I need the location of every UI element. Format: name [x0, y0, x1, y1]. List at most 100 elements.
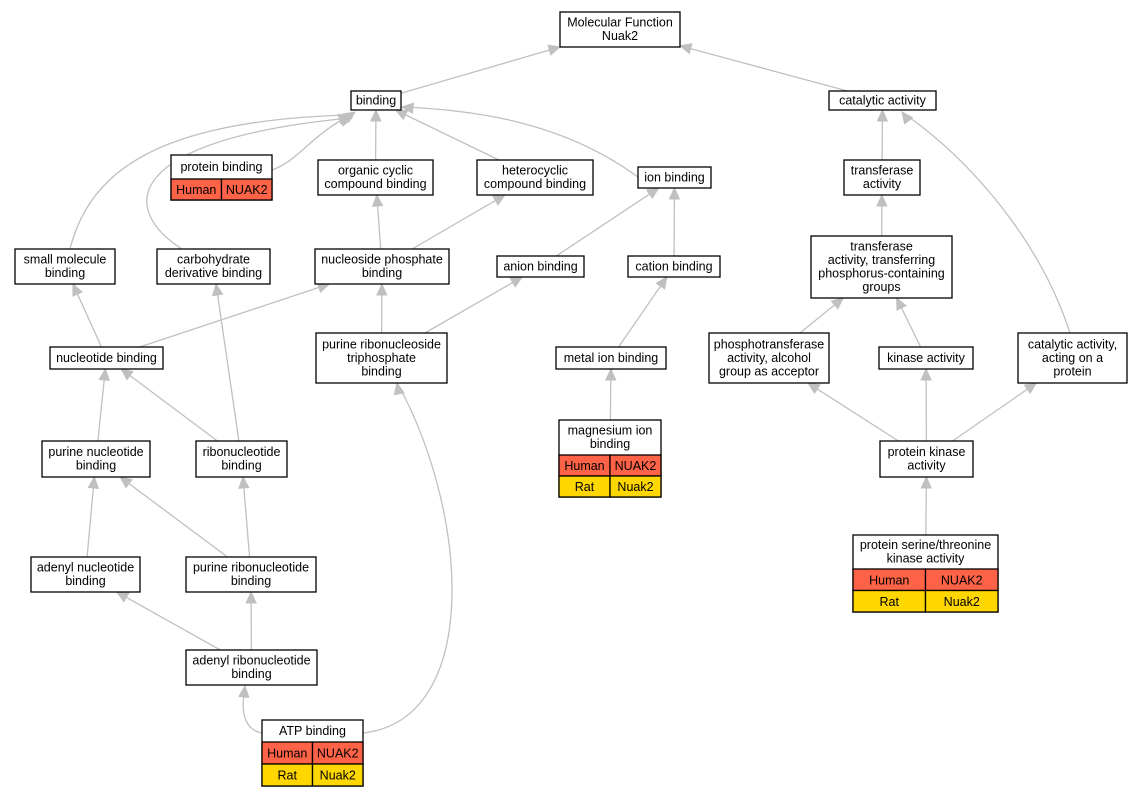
edge-atp-to-purine_ribonucleoside_tp — [362, 387, 453, 734]
node-box — [30, 556, 141, 593]
arrowhead-adenyl_nucleotide-to-purine_nucleotide — [87, 475, 100, 489]
node-label-line: compound binding — [484, 177, 586, 191]
edge-purine_ribonucleoside_tp-to-anion — [424, 281, 514, 334]
node-box — [637, 166, 712, 189]
node-nucleotide[interactable]: nucleotide binding — [49, 346, 164, 370]
gene-label: Nuak2 — [617, 480, 653, 494]
node-box — [843, 159, 921, 196]
arrowhead-purine_ribonucleoside_tp-to-anion — [509, 276, 524, 288]
species-label: Human — [176, 183, 216, 197]
arrowhead-cation-to-ion_binding — [668, 186, 681, 200]
gene-cell — [609, 475, 662, 498]
node-catalytic[interactable]: catalytic activity — [828, 90, 937, 111]
node-label-line: metal ion binding — [564, 351, 659, 365]
arrowhead-atp-to-adenyl_ribonucleotide — [238, 684, 250, 699]
arrowhead-protein_kinase-to-kinase — [920, 367, 932, 381]
node-box — [555, 346, 667, 370]
edge-nucleotide-to-small_molecule — [76, 292, 103, 348]
edge-protein_kinase-to-phosphotransferase — [816, 387, 899, 442]
node-box — [315, 332, 448, 384]
node-kinase[interactable]: kinase activity — [878, 346, 974, 370]
node-box — [878, 346, 974, 370]
arrowhead-transferase-to-catalytic — [876, 108, 889, 122]
gene-label: Nuak2 — [944, 595, 980, 609]
node-label-line: ATP binding — [279, 724, 346, 738]
node-label-line: small molecule — [24, 253, 107, 267]
node-metal-ion[interactable]: metal ion binding — [555, 346, 667, 370]
species-label: Rat — [575, 480, 595, 494]
gene-cell — [311, 763, 364, 787]
node-label-line: protein serine/threonine — [860, 538, 991, 552]
node-label-line: protein — [1053, 364, 1091, 378]
species-label: Human — [267, 747, 307, 761]
arrowhead-kinase-to-transferase_phos — [896, 296, 907, 311]
edge-nucleoside_phosphate-to-heterocyclic — [411, 199, 497, 250]
node-anion[interactable]: anion binding — [496, 255, 585, 278]
node-ion-binding[interactable]: ion binding — [637, 166, 712, 189]
node-label-line: purine nucleotide — [48, 445, 143, 459]
node-label-line: ribonucleotide — [203, 445, 281, 459]
arrowhead-transferase_phos-to-transferase — [876, 193, 888, 207]
arrowhead-atp-to-purine_ribonucleoside_tp — [393, 381, 405, 396]
node-label-line: Nuak2 — [602, 29, 638, 43]
species-label: Rat — [880, 595, 900, 609]
edge-heterocyclic-to-binding — [404, 113, 500, 161]
node-cation[interactable]: cation binding — [627, 255, 721, 278]
gene-cell — [220, 178, 273, 201]
node-label-line: activity — [863, 177, 902, 191]
node-label-line: phosphorus-containing — [818, 267, 945, 281]
edge-adenyl_nucleotide-to-purine_nucleotide — [86, 486, 95, 558]
node-label-line: binding — [356, 93, 396, 107]
gene-label: NUAK2 — [317, 747, 359, 761]
gene-label: NUAK2 — [941, 573, 983, 587]
node-box — [627, 255, 721, 278]
edge-ribonucleotide-to-nucleotide — [128, 374, 218, 442]
node-box — [350, 90, 402, 111]
node-label-line: anion binding — [503, 259, 577, 273]
arrowhead-adenyl_ribonucleotide-to-purine_ribonucleotide — [245, 590, 257, 604]
node-label-line: activity, transferring — [828, 253, 935, 267]
node-label-line: triphosphate — [347, 351, 416, 365]
arrowhead-purine_nucleotide-to-nucleotide — [98, 367, 110, 382]
arrowhead-heterocyclic-to-binding — [394, 109, 409, 121]
node-label-line: magnesium ion — [568, 424, 653, 438]
node-box — [879, 440, 974, 478]
node-label-line: compound binding — [324, 177, 426, 191]
node-box — [314, 248, 450, 285]
node-label-line: binding — [231, 574, 271, 588]
edge-phosphotransferase-to-transferase_phos — [799, 303, 836, 334]
edge-anion-to-ion_binding — [555, 192, 651, 257]
node-box — [49, 346, 164, 370]
node-box — [1017, 332, 1128, 384]
node-label-line: derivative binding — [165, 266, 262, 280]
node-label-line: organic cyclic — [338, 164, 413, 178]
node-binding[interactable]: binding — [350, 90, 402, 111]
node-box — [496, 255, 585, 278]
node-label-line: binding — [221, 459, 261, 473]
node-box — [14, 248, 116, 285]
edge-nucleoside_phosphate-to-organic_cyclic — [376, 204, 382, 250]
node-label-line: binding — [76, 459, 116, 473]
